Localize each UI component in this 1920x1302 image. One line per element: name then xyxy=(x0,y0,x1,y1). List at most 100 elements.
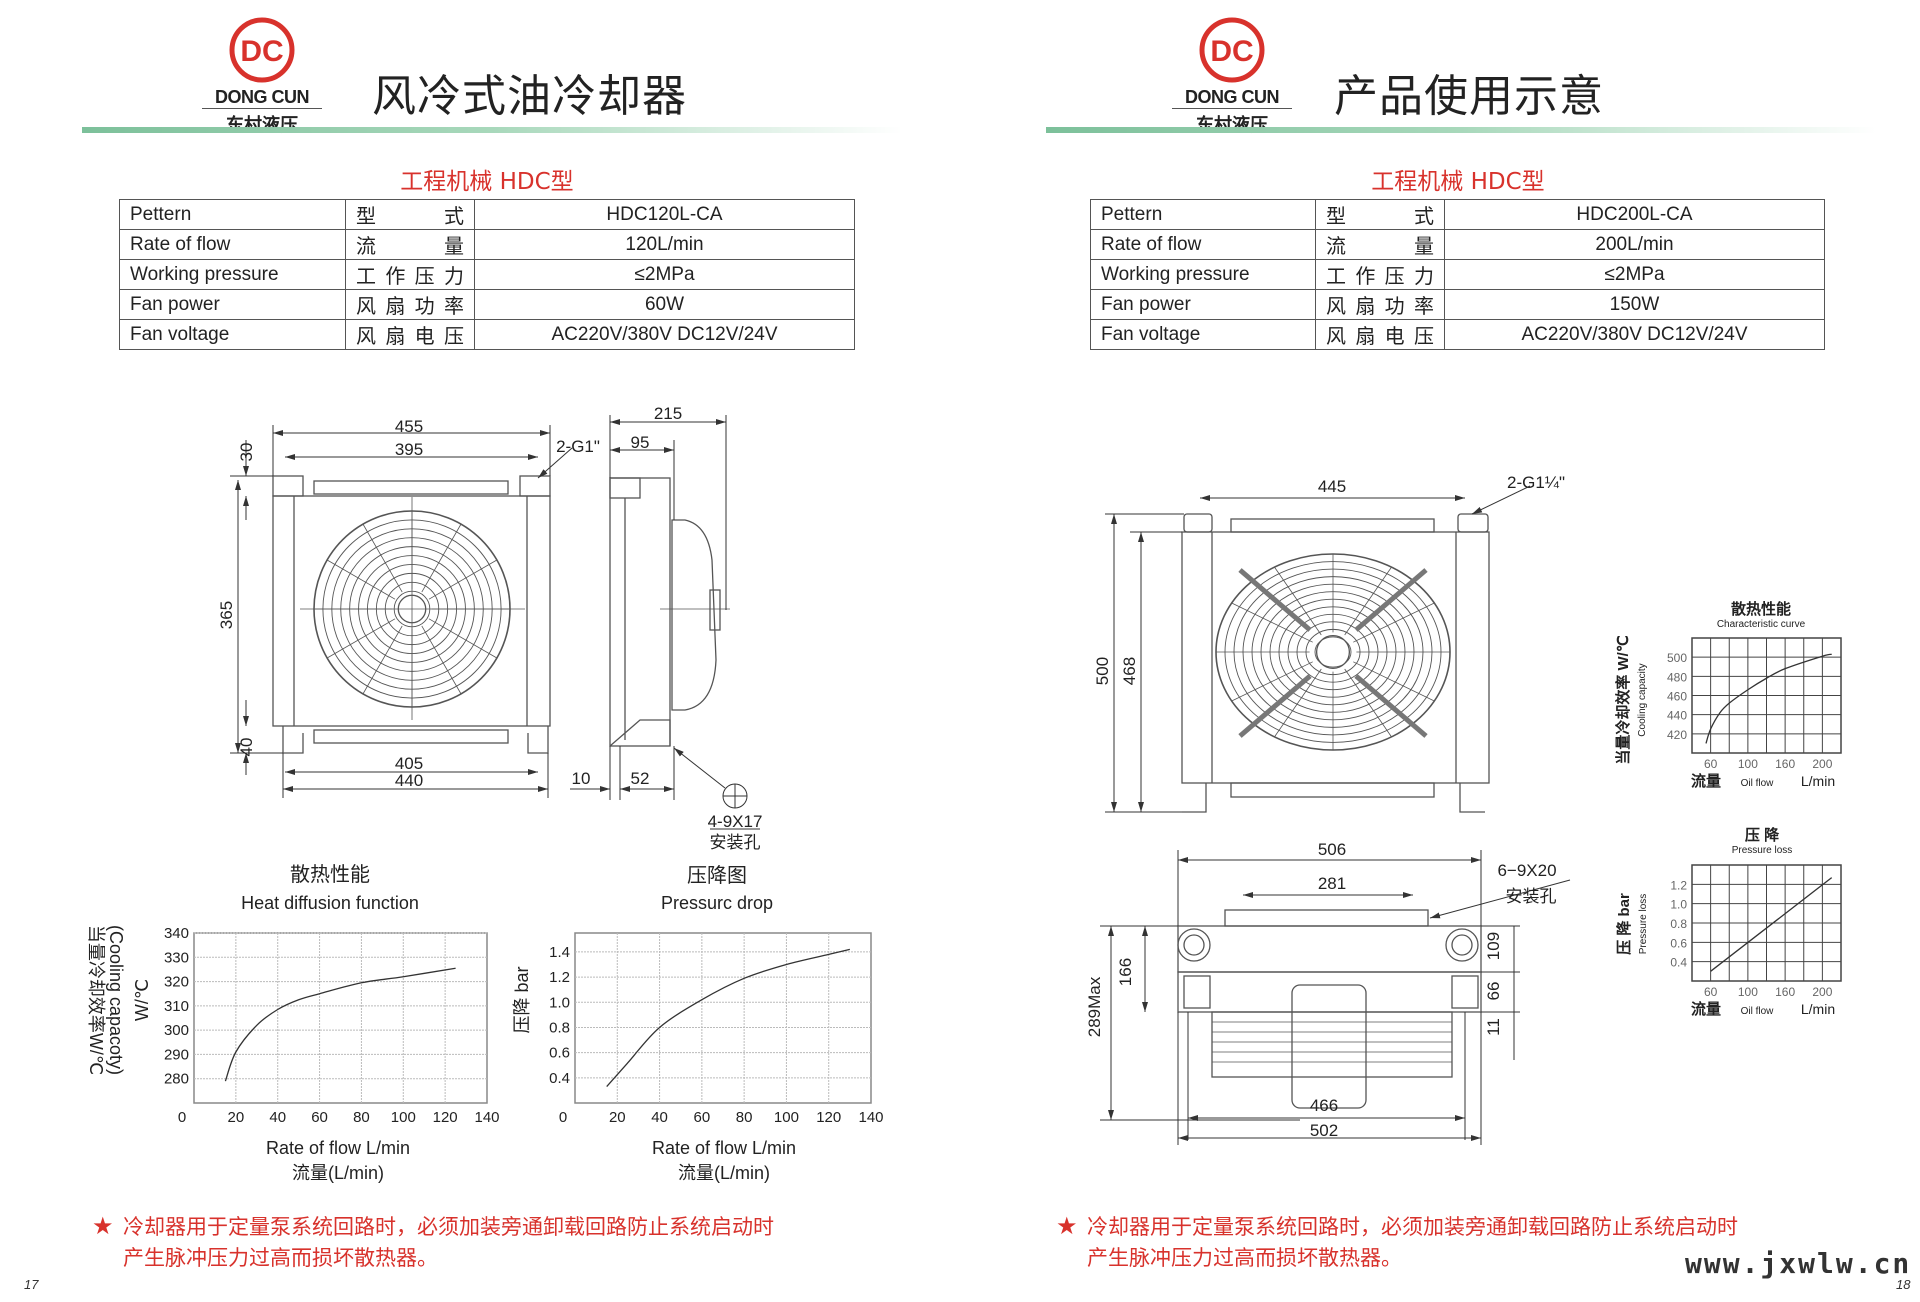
y-tick-label: 500 xyxy=(1667,651,1687,665)
y-tick-label: 340 xyxy=(164,925,189,942)
y-tick-label: 0.8 xyxy=(549,1019,570,1036)
x-tick-label: 60 xyxy=(311,1109,328,1126)
note-line: 冷却器用于定量泵系统回路时，必须加装旁通卸载回路防止系统启动时 xyxy=(123,1215,774,1239)
x-tick-label: 200 xyxy=(1812,985,1832,999)
x-axis-label-cn: 流量 xyxy=(1691,772,1721,790)
chart-subtitle: Characteristic curve xyxy=(1717,619,1806,630)
note-line: 冷却器用于定量泵系统回路时，必须加装旁通卸载回路防止系统启动时 xyxy=(1087,1215,1738,1239)
y-tick-label: 480 xyxy=(1667,670,1687,684)
chart-subtitle: Heat diffusion function xyxy=(241,893,419,913)
y-tick-label: 1.2 xyxy=(549,969,570,986)
dim-label: 289Max xyxy=(1085,976,1104,1037)
logo-brand: DONG CUN xyxy=(215,87,310,107)
x-tick-label: 140 xyxy=(474,1109,499,1126)
spec-label-cn: 型式 xyxy=(1315,199,1445,230)
y-tick-label: 0.6 xyxy=(1670,936,1687,950)
spec-value: AC220V/380V DC12V/24V xyxy=(1444,319,1825,350)
x-axis-label: Oil flow xyxy=(1741,1006,1775,1017)
x-tick-label: 80 xyxy=(736,1109,753,1126)
x-tick-label: 200 xyxy=(1812,757,1832,771)
dim-label: 466 xyxy=(1310,1096,1338,1115)
x-tick-label: 20 xyxy=(609,1109,626,1126)
y-tick-label: 0.4 xyxy=(549,1070,570,1087)
x-tick-label: 60 xyxy=(1704,985,1718,999)
y-tick-label: 1.0 xyxy=(1670,898,1687,912)
dim-label: 30 xyxy=(237,443,256,462)
hole-label: 4-9X17 xyxy=(708,812,763,831)
spec-label: Rate of flow xyxy=(119,229,346,260)
hole-label-cn: 安装孔 xyxy=(1506,887,1557,906)
dim-label: 11 xyxy=(1484,1018,1503,1036)
y-tick-label: 440 xyxy=(1667,709,1687,723)
spec-value: ≤2MPa xyxy=(474,259,855,290)
left-logo: DC DONG CUN 东村液压 xyxy=(202,14,322,137)
spec-label: Rate of flow xyxy=(1090,229,1316,260)
y-axis-label: Pressure loss xyxy=(1638,894,1649,955)
y-tick-label: 1.4 xyxy=(549,944,570,961)
x-axis-label: Rate of flow L/min xyxy=(266,1138,410,1158)
star-icon: ★ xyxy=(92,1213,114,1240)
logo-brand: DONG CUN xyxy=(1185,87,1280,107)
spec-label-cn: 风扇电压 xyxy=(1315,319,1445,350)
x-tick-label: 40 xyxy=(651,1109,668,1126)
x-tick-label: 100 xyxy=(774,1109,799,1126)
x-tick-label: 40 xyxy=(269,1109,286,1126)
y-tick-label: 460 xyxy=(1667,690,1687,704)
y-tick-label: 320 xyxy=(164,974,189,991)
x-axis-unit: L/min xyxy=(1801,773,1835,789)
dim-label: 109 xyxy=(1484,932,1503,960)
header-divider xyxy=(1046,127,1876,133)
left-front-view xyxy=(272,475,551,754)
dim-label: 395 xyxy=(395,440,423,459)
chart-subtitle: Pressurc drop xyxy=(661,893,773,913)
y-tick-label: 280 xyxy=(164,1071,189,1088)
y-tick-label: 0.4 xyxy=(1670,956,1687,970)
spec-label-cn: 风扇电压 xyxy=(345,319,475,350)
dim-label: 281 xyxy=(1318,874,1346,893)
dim-label: 66 xyxy=(1484,982,1503,1001)
page-number: 17 xyxy=(24,1277,39,1292)
y-tick-label: 1.0 xyxy=(549,994,570,1011)
section-subtitle: 工程机械 HDC型 xyxy=(400,169,574,195)
x-tick-label: 100 xyxy=(1738,757,1758,771)
y-tick-label: 0.8 xyxy=(1670,917,1687,931)
left-dimensions xyxy=(230,415,760,830)
x-axis-label: Oil flow xyxy=(1741,778,1775,789)
spec-value: AC220V/380V DC12V/24V xyxy=(474,319,855,350)
right-dimensions xyxy=(1100,485,1571,1145)
page-number: 18 xyxy=(1896,1277,1911,1292)
spec-value: 200L/min xyxy=(1444,229,1825,260)
spec-value: ≤2MPa xyxy=(1444,259,1825,290)
x-tick-label: 120 xyxy=(816,1109,841,1126)
page-title: 风冷式油冷却器 xyxy=(372,71,687,122)
chart-title: 散热性能 xyxy=(1731,600,1791,618)
dim-label: 500 xyxy=(1093,657,1112,685)
port-label: 2-G1" xyxy=(556,437,600,456)
dim-label: 215 xyxy=(654,404,682,423)
svg-text:DC: DC xyxy=(240,35,283,68)
dim-label: 40 xyxy=(237,738,256,757)
dim-label: 502 xyxy=(1310,1121,1338,1140)
spec-label: Fan power xyxy=(119,289,346,320)
series-line xyxy=(224,967,456,1082)
y-axis-label: 当量冷却效率W/℃ xyxy=(86,925,106,1075)
x-tick-label: 60 xyxy=(694,1109,711,1126)
dim-label: 445 xyxy=(1318,477,1346,496)
section-subtitle: 工程机械 HDC型 xyxy=(1371,169,1545,195)
star-icon: ★ xyxy=(1056,1213,1078,1240)
dim-label: 52 xyxy=(631,769,650,788)
y-tick-label: 290 xyxy=(164,1046,189,1063)
spec-label: Fan voltage xyxy=(119,319,346,350)
series-line xyxy=(606,948,851,1088)
x-axis-label: Rate of flow L/min xyxy=(652,1138,796,1158)
series-line xyxy=(1705,653,1832,744)
series-line xyxy=(1710,877,1833,972)
spec-label-cn: 型式 xyxy=(345,199,475,230)
